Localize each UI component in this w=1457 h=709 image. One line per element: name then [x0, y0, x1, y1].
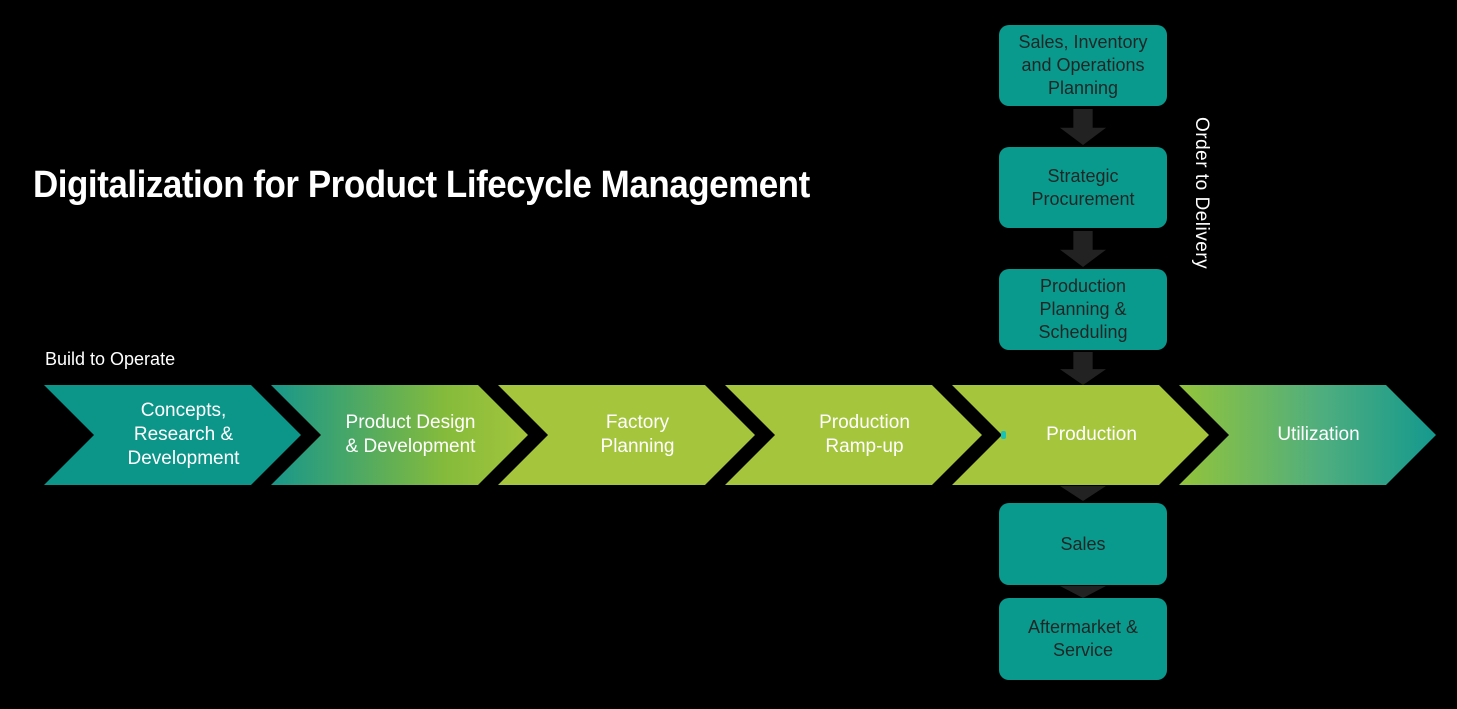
chevron-step-production-ramp-up: Production Ramp-up	[725, 385, 982, 485]
down-arrow-icon	[1060, 586, 1106, 598]
chevron-step-label: Production Ramp-up	[819, 411, 910, 457]
chevron-band: Concepts, Research & Development Product…	[44, 385, 1436, 485]
process-box-production-planning-scheduling: Production Planning & Scheduling	[999, 269, 1167, 350]
process-box-sales-inventory-operations-planning: Sales, Inventory and Operations Planning	[999, 25, 1167, 106]
chevron-step-product-design-development: Product Design & Development	[271, 385, 528, 485]
order-to-delivery-label: Order to Delivery	[1191, 117, 1212, 270]
process-box-sales: Sales	[999, 503, 1167, 585]
chevron-step-utilization: Utilization	[1179, 385, 1436, 485]
process-box-strategic-procurement: Strategic Procurement	[999, 147, 1167, 228]
down-arrow-icon	[1060, 486, 1106, 501]
down-arrow-icon	[1060, 109, 1106, 145]
process-box-label: Sales	[1060, 533, 1106, 554]
process-box-label: Production Planning & Scheduling	[1038, 276, 1128, 342]
chevron-step-label: Concepts, Research & Development	[127, 399, 240, 470]
down-arrow-icon	[1060, 231, 1106, 267]
chevron-step-production: Production	[952, 385, 1209, 485]
chevron-step-label: Utilization	[1277, 423, 1360, 445]
chevron-step-factory-planning: Factory Planning	[498, 385, 755, 485]
chevron-step-label: Product Design & Development	[345, 411, 476, 457]
process-box-label: Aftermarket & Service	[1027, 617, 1139, 660]
process-box-aftermarket-service: Aftermarket & Service	[999, 598, 1167, 680]
chevron-step-concepts-research-development: Concepts, Research & Development	[44, 385, 301, 485]
teal-speck-artifact	[1001, 431, 1006, 439]
process-box-label: Sales, Inventory and Operations Planning	[1018, 32, 1148, 98]
page-title: Digitalization for Product Lifecycle Man…	[33, 164, 810, 206]
process-box-label: Strategic Procurement	[1031, 165, 1135, 209]
build-to-operate-label: Build to Operate	[45, 349, 176, 369]
down-arrow-icon	[1060, 352, 1106, 385]
chevron-step-label: Production	[1046, 423, 1137, 445]
chevron-step-label: Factory Planning	[600, 411, 675, 457]
